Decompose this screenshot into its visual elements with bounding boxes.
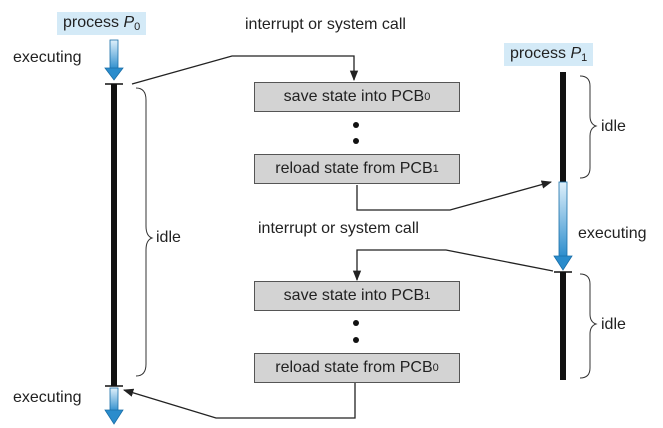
interrupt-label-top: interrupt or system call: [245, 16, 406, 33]
p1-idle-bar-top: [560, 72, 566, 182]
p0-executing-arrow-top: [104, 39, 124, 81]
ellipsis-dot-4: [353, 337, 359, 343]
process-p1-label: process P1: [504, 43, 594, 66]
p0-idle-brace: [135, 87, 154, 377]
executing-label-bottom: executing: [13, 389, 82, 406]
ellipsis-dot-1: [353, 122, 359, 128]
executing-label-p1: executing: [578, 225, 647, 242]
p1-idle-bar-bottom: [560, 272, 566, 380]
process-p0-label: process P0: [57, 12, 147, 35]
p1-idle-brace-top: [579, 75, 598, 179]
reload0-to-p0-connector: [123, 383, 356, 419]
p1-executing-arrow: [553, 181, 573, 271]
ellipsis-dot-3: [353, 320, 359, 326]
p1-idle-brace-bottom: [579, 273, 598, 379]
idle-label-p0: idle: [156, 229, 181, 246]
idle-label-p1-top: idle: [601, 118, 626, 135]
reload1-to-p1-connector: [356, 180, 553, 211]
interrupt-label-middle: interrupt or system call: [258, 220, 419, 237]
idle-label-p1-bottom: idle: [601, 316, 626, 333]
ellipsis-dot-2: [353, 138, 359, 144]
executing-label-top: executing: [13, 49, 82, 66]
p0-to-save0-connector: [131, 55, 359, 85]
p0-idle-bar: [111, 84, 117, 386]
p1-to-save1-connector: [352, 249, 554, 282]
p0-executing-arrow-bottom: [104, 387, 124, 425]
